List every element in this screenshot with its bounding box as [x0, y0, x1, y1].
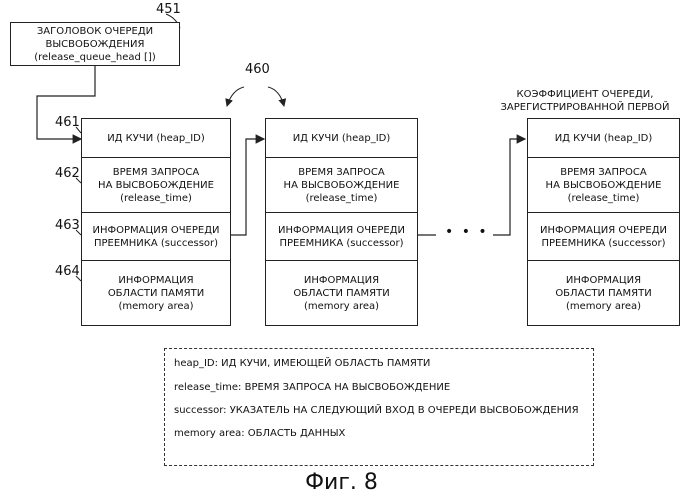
release-time-line-2: НА ВЫСВОБОЖДЕНИЕ: [284, 179, 400, 192]
heap-id-label: ИД КУЧИ (heap_ID): [107, 132, 205, 145]
memory-area-cell: ИНФОРМАЦИЯ ОБЛАСТИ ПАМЯТИ (memory area): [266, 260, 417, 326]
release-time-line-3: (release_time): [120, 192, 192, 205]
successor-cell: ИНФОРМАЦИЯ ОЧЕРЕДИ ПРЕЕМНИКА (successor): [82, 212, 230, 260]
successor-line-1: ИНФОРМАЦИЯ ОЧЕРЕДИ: [92, 224, 219, 237]
legend-successor: successor: УКАЗАТЕЛЬ НА СЛЕДУЮЩИЙ ВХОД В…: [174, 404, 579, 417]
release-time-line-3: (release_time): [306, 192, 378, 205]
ref-464: 464: [55, 264, 80, 279]
successor-line-1: ИНФОРМАЦИЯ ОЧЕРЕДИ: [540, 224, 667, 237]
release-time-cell: ВРЕМЯ ЗАПРОСА НА ВЫСВОБОЖДЕНИЕ (release_…: [266, 157, 417, 212]
queue-entry-2: ИД КУЧИ (heap_ID) ВРЕМЯ ЗАПРОСА НА ВЫСВО…: [265, 118, 418, 326]
memory-line-1: ИНФОРМАЦИЯ: [304, 274, 379, 287]
ref-462: 462: [55, 166, 80, 181]
ref-460: 460: [245, 62, 270, 77]
release-time-line-1: ВРЕМЯ ЗАПРОСА: [298, 166, 384, 179]
queue-entry-last: ИД КУЧИ (heap_ID) ВРЕМЯ ЗАПРОСА НА ВЫСВО…: [527, 118, 680, 326]
successor-cell: ИНФОРМАЦИЯ ОЧЕРЕДИ ПРЕЕМНИКА (successor): [528, 212, 679, 260]
successor-line-2: ПРЕЕМНИКА (successor): [541, 237, 665, 250]
legend-box: heap_ID: ИД КУЧИ, ИМЕЮЩЕЙ ОБЛАСТЬ ПАМЯТИ…: [164, 348, 594, 466]
release-queue-head-box: ЗАГОЛОВОК ОЧЕРЕДИ ВЫСВОБОЖДЕНИЯ (release…: [10, 22, 180, 66]
first-registered-queue-label: КОЭФФИЦИЕНТ ОЧЕРЕДИ, ЗАРЕГИСТРИРОВАННОЙ …: [500, 88, 670, 114]
ellipsis: • • •: [445, 224, 489, 240]
head-line-1: ЗАГОЛОВОК ОЧЕРЕДИ: [37, 25, 153, 38]
legend-memory-area: memory area: ОБЛАСТЬ ДАННЫХ: [174, 427, 345, 440]
last-label-line-1: КОЭФФИЦИЕНТ ОЧЕРЕДИ,: [500, 88, 670, 101]
figure-caption: Фиг. 8: [0, 470, 683, 495]
last-label-line-2: ЗАРЕГИСТРИРОВАННОЙ ПЕРВОЙ: [500, 101, 670, 114]
memory-area-cell: ИНФОРМАЦИЯ ОБЛАСТИ ПАМЯТИ (memory area): [82, 260, 230, 326]
memory-line-1: ИНФОРМАЦИЯ: [118, 274, 193, 287]
heap-id-cell: ИД КУЧИ (heap_ID): [266, 119, 417, 157]
memory-line-3: (memory area): [118, 300, 193, 313]
ref-463: 463: [55, 218, 80, 233]
memory-area-cell: ИНФОРМАЦИЯ ОБЛАСТИ ПАМЯТИ (memory area): [528, 260, 679, 326]
memory-line-3: (memory area): [566, 300, 641, 313]
ref-451: 451: [156, 2, 181, 17]
queue-entry-1: ИД КУЧИ (heap_ID) ВРЕМЯ ЗАПРОСА НА ВЫСВО…: [81, 118, 231, 326]
release-time-cell: ВРЕМЯ ЗАПРОСА НА ВЫСВОБОЖДЕНИЕ (release_…: [82, 157, 230, 212]
release-time-line-2: НА ВЫСВОБОЖДЕНИЕ: [546, 179, 662, 192]
heap-id-label: ИД КУЧИ (heap_ID): [555, 132, 653, 145]
legend-heap-id: heap_ID: ИД КУЧИ, ИМЕЮЩЕЙ ОБЛАСТЬ ПАМЯТИ: [174, 357, 430, 370]
head-line-2: ВЫСВОБОЖДЕНИЯ: [46, 38, 145, 51]
head-line-3: (release_queue_head []): [34, 51, 156, 64]
memory-line-2: ОБЛАСТИ ПАМЯТИ: [293, 287, 389, 300]
heap-id-cell: ИД КУЧИ (heap_ID): [82, 119, 230, 157]
successor-line-2: ПРЕЕМНИКА (successor): [279, 237, 403, 250]
memory-line-2: ОБЛАСТИ ПАМЯТИ: [108, 287, 204, 300]
release-time-line-3: (release_time): [568, 192, 640, 205]
heap-id-cell: ИД КУЧИ (heap_ID): [528, 119, 679, 157]
successor-line-1: ИНФОРМАЦИЯ ОЧЕРЕДИ: [278, 224, 405, 237]
memory-line-3: (memory area): [304, 300, 379, 313]
group-460-arrow-right: [268, 87, 284, 106]
successor-arrow-3: [493, 139, 525, 235]
successor-arrow-1: [231, 139, 264, 235]
memory-line-1: ИНФОРМАЦИЯ: [566, 274, 641, 287]
release-time-line-2: НА ВЫСВОБОЖДЕНИЕ: [98, 179, 214, 192]
memory-line-2: ОБЛАСТИ ПАМЯТИ: [555, 287, 651, 300]
group-460-arrow-left: [227, 87, 244, 106]
ref-461: 461: [55, 115, 80, 130]
release-time-line-1: ВРЕМЯ ЗАПРОСА: [113, 166, 199, 179]
heap-id-label: ИД КУЧИ (heap_ID): [293, 132, 391, 145]
successor-line-2: ПРЕЕМНИКА (successor): [94, 237, 218, 250]
release-time-cell: ВРЕМЯ ЗАПРОСА НА ВЫСВОБОЖДЕНИЕ (release_…: [528, 157, 679, 212]
release-time-line-1: ВРЕМЯ ЗАПРОСА: [560, 166, 646, 179]
legend-release-time: release_time: ВРЕМЯ ЗАПРОСА НА ВЫСВОБОЖД…: [174, 381, 450, 394]
successor-cell: ИНФОРМАЦИЯ ОЧЕРЕДИ ПРЕЕМНИКА (successor): [266, 212, 417, 260]
